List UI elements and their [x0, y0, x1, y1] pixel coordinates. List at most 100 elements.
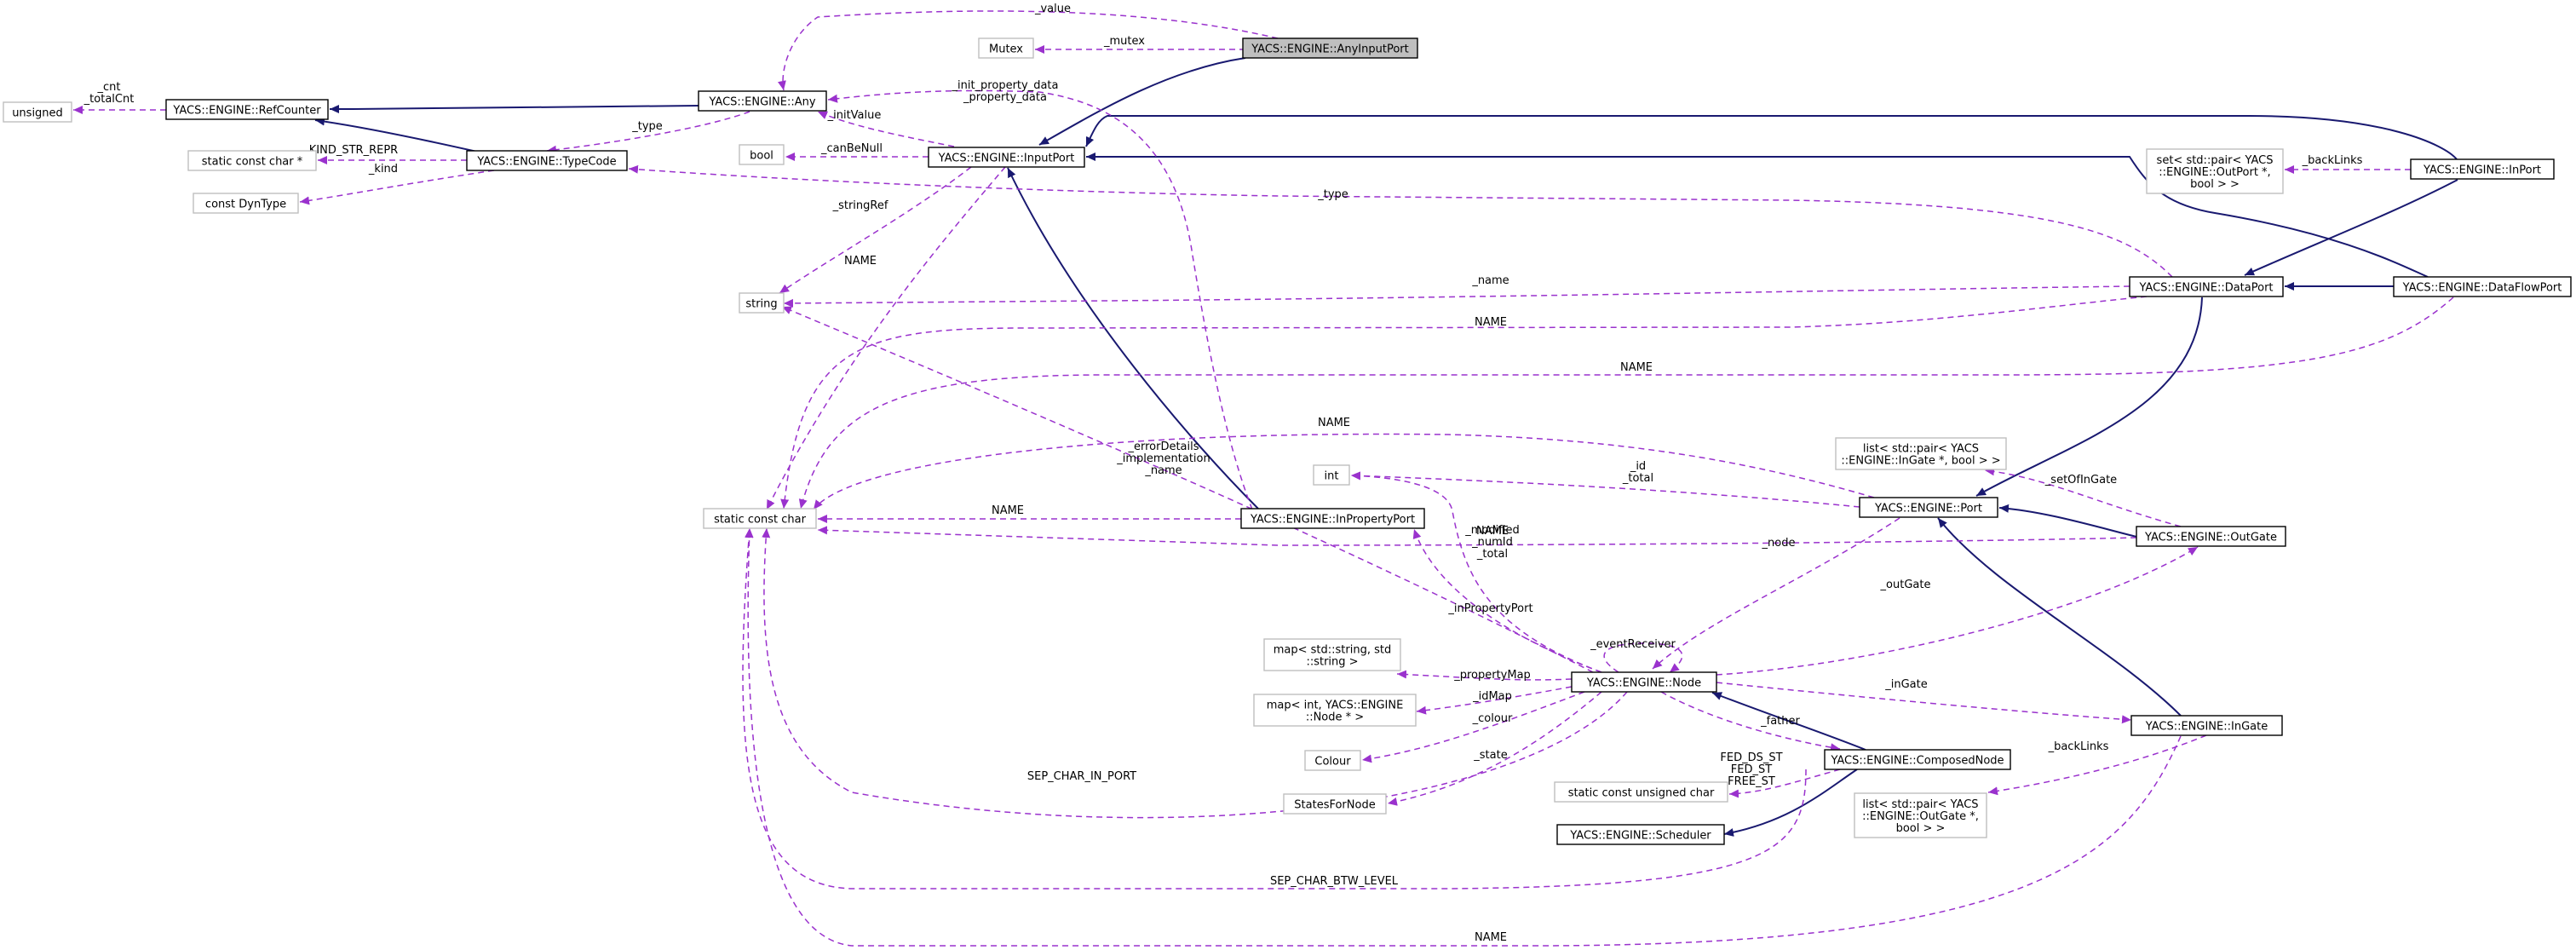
node-box[interactable]	[2393, 276, 2572, 297]
edge-label: _type	[1317, 188, 1348, 201]
edge-label: _inPropertyPort	[1447, 602, 1532, 615]
node-int[interactable]: int	[1313, 464, 1350, 486]
node-ingate[interactable]: YACS::ENGINE::InGate	[2130, 715, 2283, 736]
node-box[interactable]	[739, 144, 785, 165]
node-box[interactable]	[2410, 158, 2555, 180]
edge-label: FED_DS_ST	[1720, 751, 1782, 764]
node-refcounter[interactable]: YACS::ENGINE::RefCounter	[165, 99, 329, 120]
node-dyntype[interactable]: const DynType	[193, 193, 299, 214]
node-box[interactable]	[3, 101, 72, 123]
node-box[interactable]	[1304, 750, 1361, 771]
node-label: ::string >	[1306, 656, 1358, 669]
inheritance-edge	[2244, 179, 2458, 276]
node-box[interactable]	[1835, 437, 2007, 470]
edge-dataport-scc: NAME	[780, 296, 2148, 510]
node-scheduler[interactable]: YACS::ENGINE::Scheduler	[1556, 824, 1725, 845]
node-label: YACS::ENGINE::InPropertyPort	[1250, 514, 1415, 527]
node-box[interactable]	[466, 150, 628, 171]
node-box[interactable]	[1556, 824, 1725, 845]
node-inpropertyport[interactable]: YACS::ENGINE::InPropertyPort	[1240, 508, 1425, 529]
node-composednode[interactable]: YACS::ENGINE::ComposedNode	[1824, 749, 2011, 770]
node-statesfornode[interactable]: StatesForNode	[1283, 793, 1387, 815]
node-box[interactable]	[978, 37, 1034, 59]
node-box[interactable]	[1859, 497, 1998, 518]
usage-edge	[1660, 691, 1841, 752]
node-box[interactable]	[1242, 37, 1418, 59]
edge-typecode-refcounter	[314, 117, 478, 153]
node-box[interactable]	[698, 90, 827, 112]
node-label: list< std::pair< YACS	[1862, 798, 1978, 811]
node-anyinputport[interactable]: YACS::ENGINE::AnyInputPort	[1242, 37, 1418, 59]
node-scc-ptr[interactable]: static const char *	[187, 150, 317, 171]
node-box[interactable]	[187, 150, 317, 171]
node-colour[interactable]: Colour	[1304, 750, 1361, 771]
node-box[interactable]	[703, 508, 817, 529]
node-box[interactable]	[1854, 792, 1987, 838]
edge-label: NAME	[1620, 361, 1653, 374]
node-outgate[interactable]: YACS::ENGINE::OutGate	[2136, 526, 2286, 547]
node-box[interactable]	[165, 99, 329, 120]
node-node[interactable]: YACS::ENGINE::Node	[1571, 671, 1717, 693]
node-typecode[interactable]: YACS::ENGINE::TypeCode	[466, 150, 628, 171]
edge-inpropertyport-scc: NAME	[818, 504, 1241, 523]
usage-edge	[742, 527, 1807, 890]
node-label: YACS::ENGINE::InputPort	[938, 153, 1075, 165]
node-dataport[interactable]: YACS::ENGINE::DataPort	[2129, 276, 2284, 297]
node-box[interactable]	[1240, 508, 1425, 529]
node-box[interactable]	[928, 147, 1085, 168]
node-box[interactable]	[2130, 715, 2283, 736]
edge-node-ingate: _inGate	[1716, 678, 2132, 724]
node-scc[interactable]: static const char	[703, 508, 817, 529]
usage-edge	[1603, 642, 1683, 673]
node-box[interactable]	[1571, 671, 1717, 693]
node-label: YACS::ENGINE::DataPort	[2138, 282, 2273, 295]
node-port[interactable]: YACS::ENGINE::Port	[1859, 497, 1998, 518]
inheritance-edge	[1723, 769, 1858, 837]
edge-label: _numId	[1471, 536, 1513, 549]
edge-node-string: _errorDetails_implementation_name	[781, 306, 1594, 673]
edge-label: _backLinks	[2048, 740, 2109, 753]
node-mutex[interactable]: Mutex	[978, 37, 1034, 59]
edge-label: _colour	[1472, 712, 1513, 725]
usage-edge	[1716, 546, 2199, 676]
node-listpair-in[interactable]: list< std::pair< YACS::ENGINE::InGate *,…	[1835, 437, 2007, 470]
node-box[interactable]	[1263, 638, 1401, 671]
node-mapstr[interactable]: map< std::string, std::string >	[1263, 638, 1401, 671]
node-box[interactable]	[193, 193, 299, 214]
node-dataflowport[interactable]: YACS::ENGINE::DataFlowPort	[2393, 276, 2572, 297]
node-box[interactable]	[2136, 526, 2286, 547]
node-box[interactable]	[1824, 749, 2011, 770]
edge-inputport-any: _initValue	[817, 109, 955, 147]
node-label: list< std::pair< YACS	[1863, 443, 1979, 456]
node-box[interactable]	[1313, 464, 1350, 486]
node-unsigned[interactable]: unsigned	[3, 101, 72, 123]
edge-label: _mutex	[1103, 35, 1145, 48]
node-box[interactable]	[2146, 148, 2284, 194]
node-inputport[interactable]: YACS::ENGINE::InputPort	[928, 147, 1085, 168]
edge-label: _property_data	[963, 91, 1047, 104]
usage-edge	[827, 89, 1253, 510]
node-listpair-out[interactable]: list< std::pair< YACS::ENGINE::OutGate *…	[1854, 792, 1987, 838]
edge-dataport-string: _name	[783, 274, 2130, 308]
node-mapint[interactable]: map< int, YACS::ENGINE::Node * >	[1253, 694, 1417, 727]
node-box[interactable]	[1554, 781, 1728, 803]
edge-port-scc: NAME	[813, 417, 1875, 510]
node-setpair[interactable]: set< std::pair< YACS::ENGINE::OutPort *,…	[2146, 148, 2284, 194]
edge-label: NAME	[1475, 316, 1507, 329]
node-scuc[interactable]: static const unsigned char	[1554, 781, 1728, 803]
node-any[interactable]: YACS::ENGINE::Any	[698, 90, 827, 112]
node-box[interactable]	[1253, 694, 1417, 727]
node-bool[interactable]: bool	[739, 144, 785, 165]
edge-node-mapint: _idMap	[1416, 686, 1573, 715]
usage-edge	[546, 111, 750, 154]
edge-label: _canBeNull	[820, 142, 883, 155]
node-string[interactable]: string	[739, 292, 785, 314]
node-box[interactable]	[1283, 793, 1387, 815]
node-box[interactable]	[2129, 276, 2284, 297]
inheritance-edge	[329, 104, 699, 113]
node-inport[interactable]: YACS::ENGINE::InPort	[2410, 158, 2555, 180]
usage-edge	[1350, 471, 1602, 673]
node-box[interactable]	[739, 292, 785, 314]
